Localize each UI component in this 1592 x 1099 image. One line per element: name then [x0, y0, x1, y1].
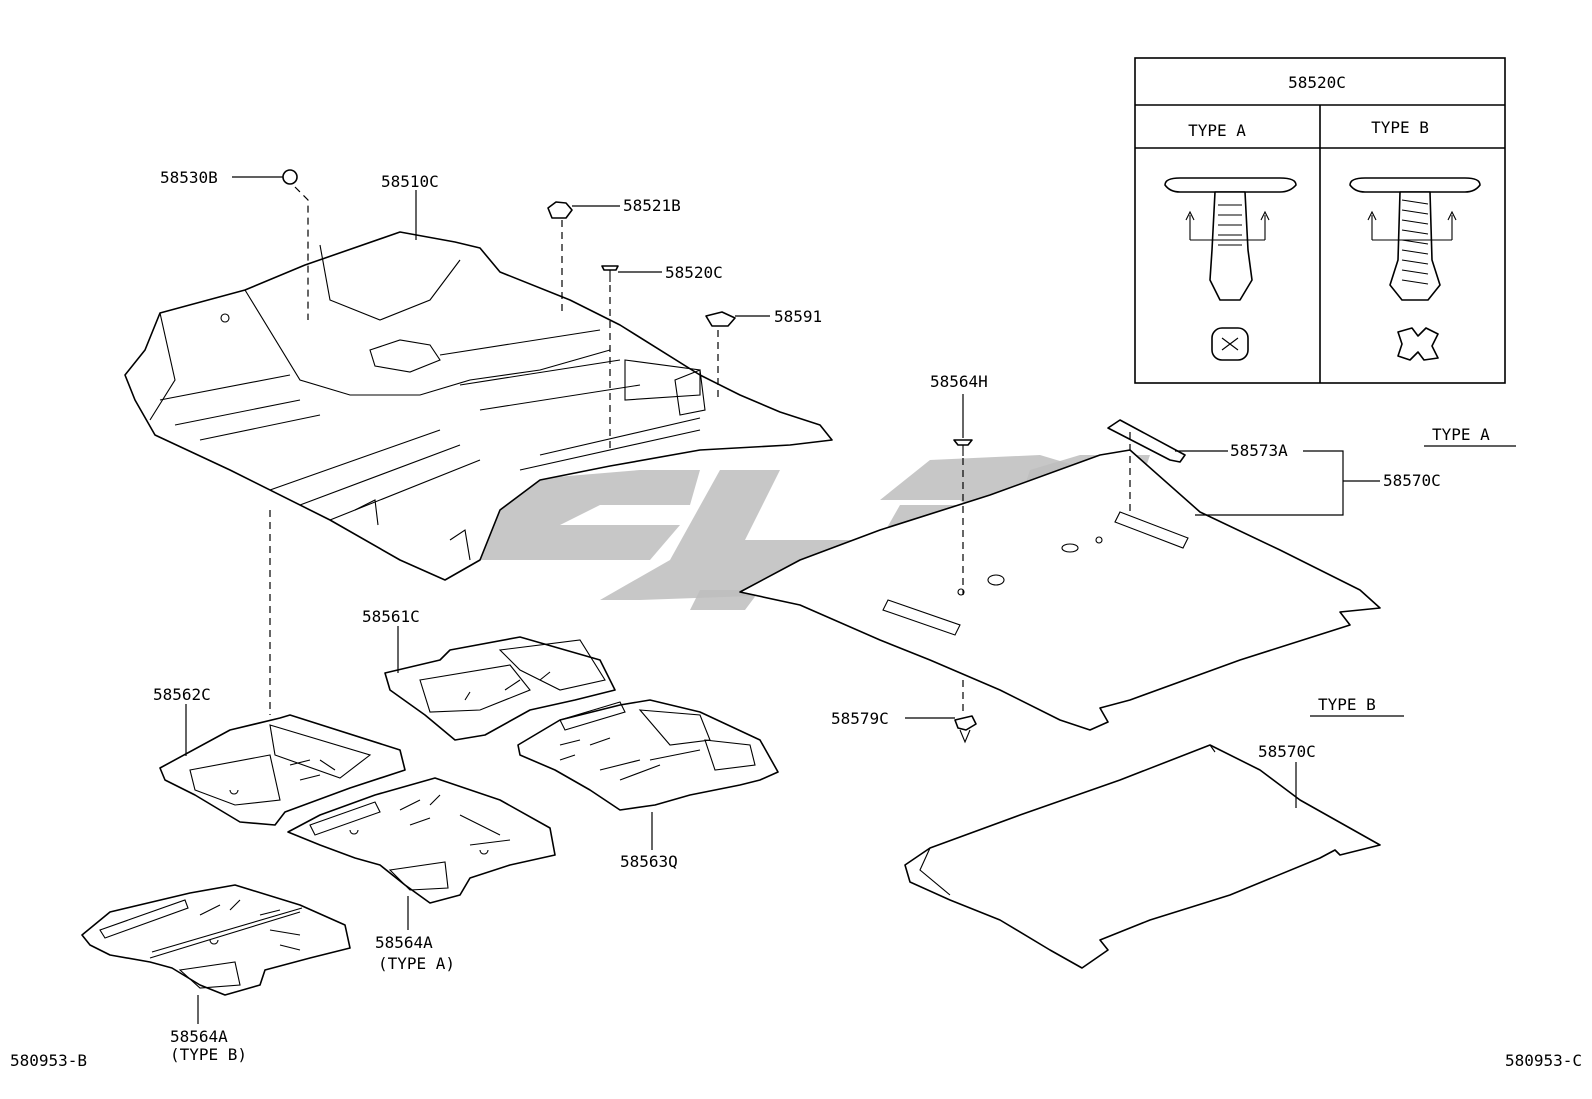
clip-58564h-icon [953, 439, 973, 456]
footer-right-code: 580953-C [1505, 1051, 1582, 1070]
inset-type-b-label: TYPE B [1371, 118, 1429, 137]
label-58564a-a-type: (TYPE A) [378, 954, 455, 973]
label-58564a-a: 58564A [375, 933, 433, 952]
clip-58579c-icon [954, 715, 977, 744]
label-58510c: 58510C [381, 172, 439, 191]
label-58563q: 58563Q [620, 852, 678, 871]
label-58564a-b-type: (TYPE B) [170, 1045, 247, 1064]
rear-carpet-type-b-58570c [904, 744, 1381, 969]
type-b-heading: TYPE B [1318, 695, 1376, 714]
mat-58564a-type-b [81, 884, 351, 996]
clip-58521b-icon [547, 201, 573, 219]
label-58562c: 58562C [153, 685, 211, 704]
label-58530b: 58530B [160, 168, 218, 187]
label-58521b: 58521B [623, 196, 681, 215]
label-58570c-a: 58570C [1383, 471, 1441, 490]
label-58579c: 58579C [831, 709, 889, 728]
mat-58562c [159, 714, 406, 826]
label-58573a: 58573A [1230, 441, 1288, 460]
inset-58520c-box [1134, 57, 1506, 384]
clip-58530b-icon [282, 169, 298, 185]
inset-title: 58520C [1288, 73, 1346, 92]
leader-58570c-a-bracket [1195, 450, 1344, 516]
rear-carpet-type-a-58570c [739, 449, 1381, 731]
label-58591: 58591 [774, 307, 822, 326]
inset-type-a-label: TYPE A [1188, 121, 1246, 140]
retainer-58573a-icon [1107, 419, 1186, 463]
mat-58561c [384, 636, 616, 741]
clip-58591-icon [705, 311, 736, 327]
label-58570c-b: 58570C [1258, 742, 1316, 761]
floor-carpet-58510c [124, 231, 833, 581]
label-58564h: 58564H [930, 372, 988, 391]
type-a-heading: TYPE A [1432, 425, 1490, 444]
clip-type-b-icon [1349, 177, 1481, 361]
clip-58520c-icon [601, 265, 619, 282]
footer-left-code: 580953-B [10, 1051, 87, 1070]
mat-58563q [517, 699, 779, 811]
mat-58564a-type-a [287, 777, 556, 904]
label-58561c: 58561C [362, 607, 420, 626]
guide-58530b [294, 186, 309, 320]
label-58564a-b: 58564A [170, 1027, 228, 1046]
clip-type-a-icon [1164, 177, 1297, 361]
label-58520c: 58520C [665, 263, 723, 282]
